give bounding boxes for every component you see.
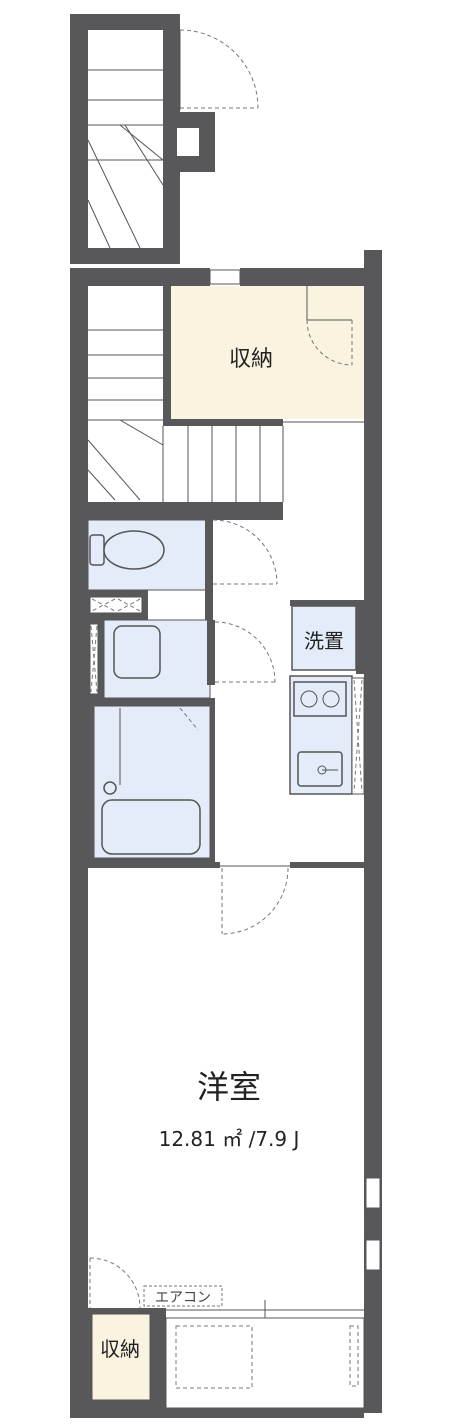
burner-left xyxy=(300,690,318,708)
toilet-bowl xyxy=(103,530,165,570)
stove xyxy=(293,681,347,717)
entrance-door xyxy=(179,29,259,110)
storage-lower-label: 収納 xyxy=(100,1337,140,1361)
storage-upper-floor xyxy=(171,286,364,419)
wall xyxy=(356,602,364,674)
upper-stair-section xyxy=(70,14,259,264)
wall xyxy=(70,1400,180,1418)
balcony xyxy=(165,1300,365,1418)
wall xyxy=(205,520,213,620)
wall xyxy=(290,862,364,868)
wall xyxy=(70,248,180,264)
wall xyxy=(88,502,283,520)
washbasin xyxy=(113,625,161,679)
storage-upper: 収納 xyxy=(163,286,364,426)
washroom xyxy=(88,619,276,699)
storage-lower-floor xyxy=(91,1313,151,1401)
washer-space: 洗置 xyxy=(290,600,364,674)
wall xyxy=(163,286,171,426)
wall xyxy=(88,698,215,706)
wall xyxy=(290,600,364,606)
small-closet xyxy=(88,590,148,620)
washer-label: 洗置 xyxy=(304,629,344,653)
bathtub xyxy=(101,799,201,855)
toilet-tank xyxy=(89,534,105,566)
toilet-room xyxy=(87,519,278,620)
bathroom xyxy=(88,705,215,868)
wall xyxy=(88,706,94,868)
outer-walls xyxy=(70,250,382,1418)
kitchen xyxy=(289,675,365,795)
wall xyxy=(240,268,364,286)
wall xyxy=(70,268,210,286)
wall xyxy=(163,419,283,426)
wall xyxy=(364,250,382,1413)
wall xyxy=(163,14,180,112)
window xyxy=(209,269,241,285)
wall xyxy=(88,862,220,868)
western-room-label: 洋室 xyxy=(197,1068,261,1106)
wall xyxy=(210,706,215,868)
stair-treads-upper xyxy=(87,69,164,249)
wall xyxy=(70,14,88,264)
burner-right xyxy=(322,690,340,708)
aircon-unit xyxy=(143,1285,223,1307)
western-room-area: 12.81 ㎡ /7.9 J xyxy=(159,1127,300,1151)
kitchen-sink xyxy=(297,751,343,787)
room-door xyxy=(220,865,290,935)
storage-upper-label: 収納 xyxy=(229,347,273,372)
storage-lower: 収納 xyxy=(88,1308,166,1401)
wall xyxy=(88,1308,166,1314)
wall xyxy=(150,1308,166,1400)
window xyxy=(365,1239,381,1271)
lower-stair xyxy=(87,286,284,502)
wall xyxy=(70,14,180,30)
wall xyxy=(207,620,215,685)
wall xyxy=(163,172,180,264)
window xyxy=(365,1177,381,1209)
wall xyxy=(166,1408,364,1418)
aircon-label: エアコン xyxy=(155,1290,211,1306)
shower-drain xyxy=(103,781,117,795)
western-room: 洋室 12.81 ㎡ /7.9 J エアコン xyxy=(89,1068,300,1309)
wall xyxy=(70,268,88,1418)
